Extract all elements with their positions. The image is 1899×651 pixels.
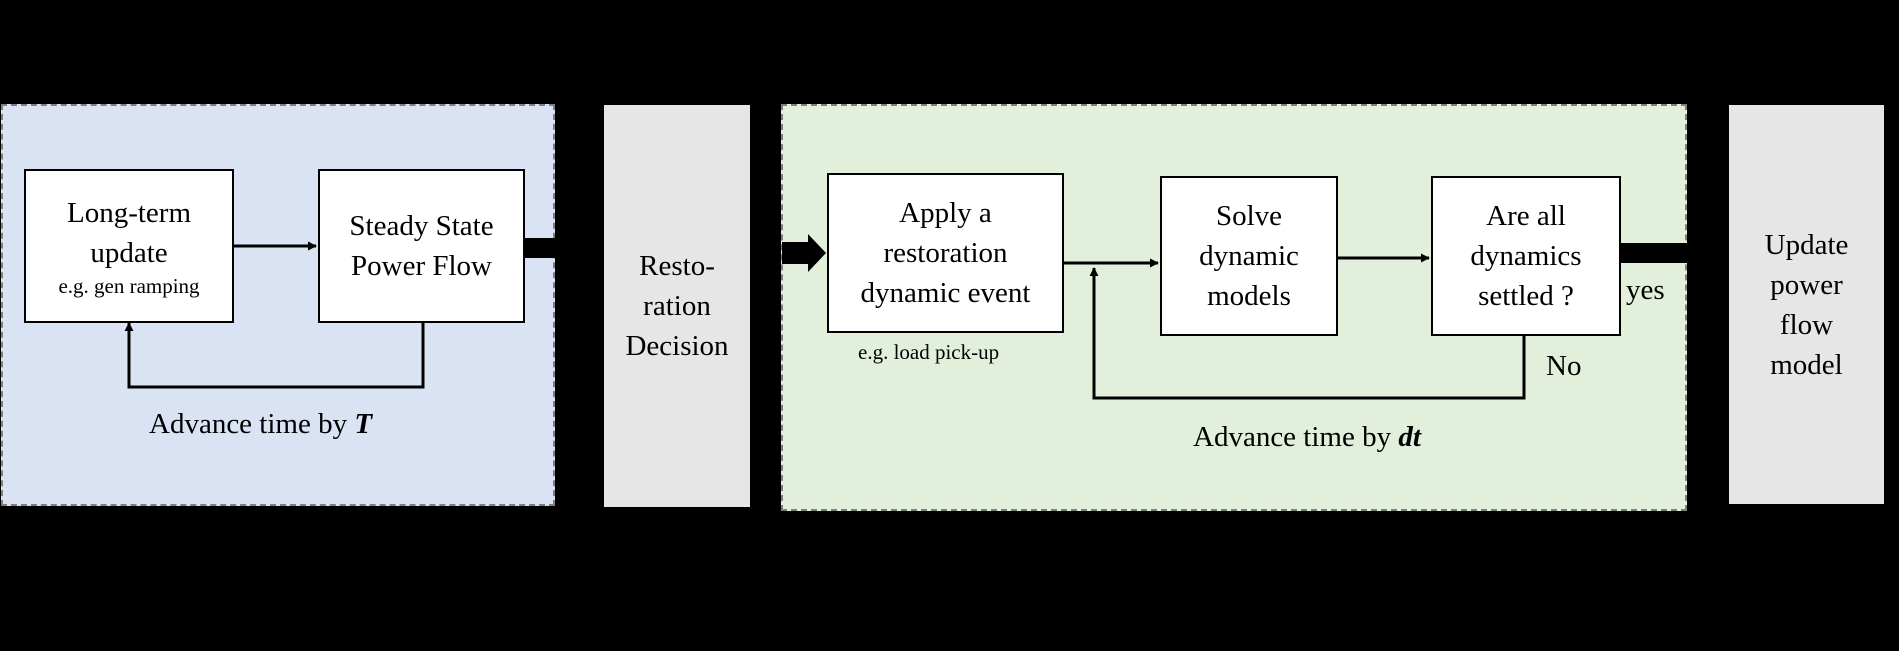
solve-dynamic-models-label: Solve dynamic models: [1199, 200, 1299, 312]
advance-time-T-prefix: Advance time by: [149, 408, 355, 440]
long-term-update-example: e.g. gen ramping: [58, 274, 200, 298]
apply-event-example: e.g. load pick-up: [858, 340, 1000, 364]
restoration-decision-panel: Resto- ration Decision: [604, 105, 750, 507]
advance-time-T-variable: T: [354, 408, 373, 440]
advance-time-dt-prefix: Advance time by: [1193, 421, 1399, 453]
long-term-update-box: Long-term update e.g. gen ramping: [24, 169, 234, 323]
settled-check-label: Are all dynamics settled ?: [1470, 200, 1582, 312]
advance-time-dt-label: Advance time by dt: [1193, 421, 1421, 454]
feedback-loop-T: [124, 321, 425, 389]
advance-time-T-label: Advance time by T: [149, 408, 372, 441]
apply-event-box: Apply a restoration dynamic event: [827, 173, 1064, 333]
solve-dynamic-models-box: Solve dynamic models: [1160, 176, 1338, 336]
thick-connector-right: [1620, 243, 1688, 263]
thick-connector-left: [524, 238, 556, 258]
no-label: No: [1546, 350, 1582, 382]
advance-time-dt-variable: dt: [1398, 421, 1421, 453]
steady-state-power-flow-box: Steady State Power Flow: [318, 169, 525, 323]
restoration-decision-label: Resto- ration Decision: [625, 250, 729, 362]
update-power-flow-panel: Update power flow model: [1729, 105, 1884, 504]
settled-check-box: Are all dynamics settled ?: [1431, 176, 1621, 336]
long-term-update-title: Long-term update: [66, 197, 191, 269]
update-power-flow-label: Update power flow model: [1764, 228, 1849, 381]
apply-event-label: Apply a restoration dynamic event: [860, 197, 1031, 309]
thick-arrow-into-dynamics: [782, 234, 826, 272]
feedback-loop-dt: [1089, 267, 1526, 400]
steady-state-power-flow-label: Steady State Power Flow: [349, 210, 494, 282]
yes-label: yes: [1626, 274, 1665, 306]
